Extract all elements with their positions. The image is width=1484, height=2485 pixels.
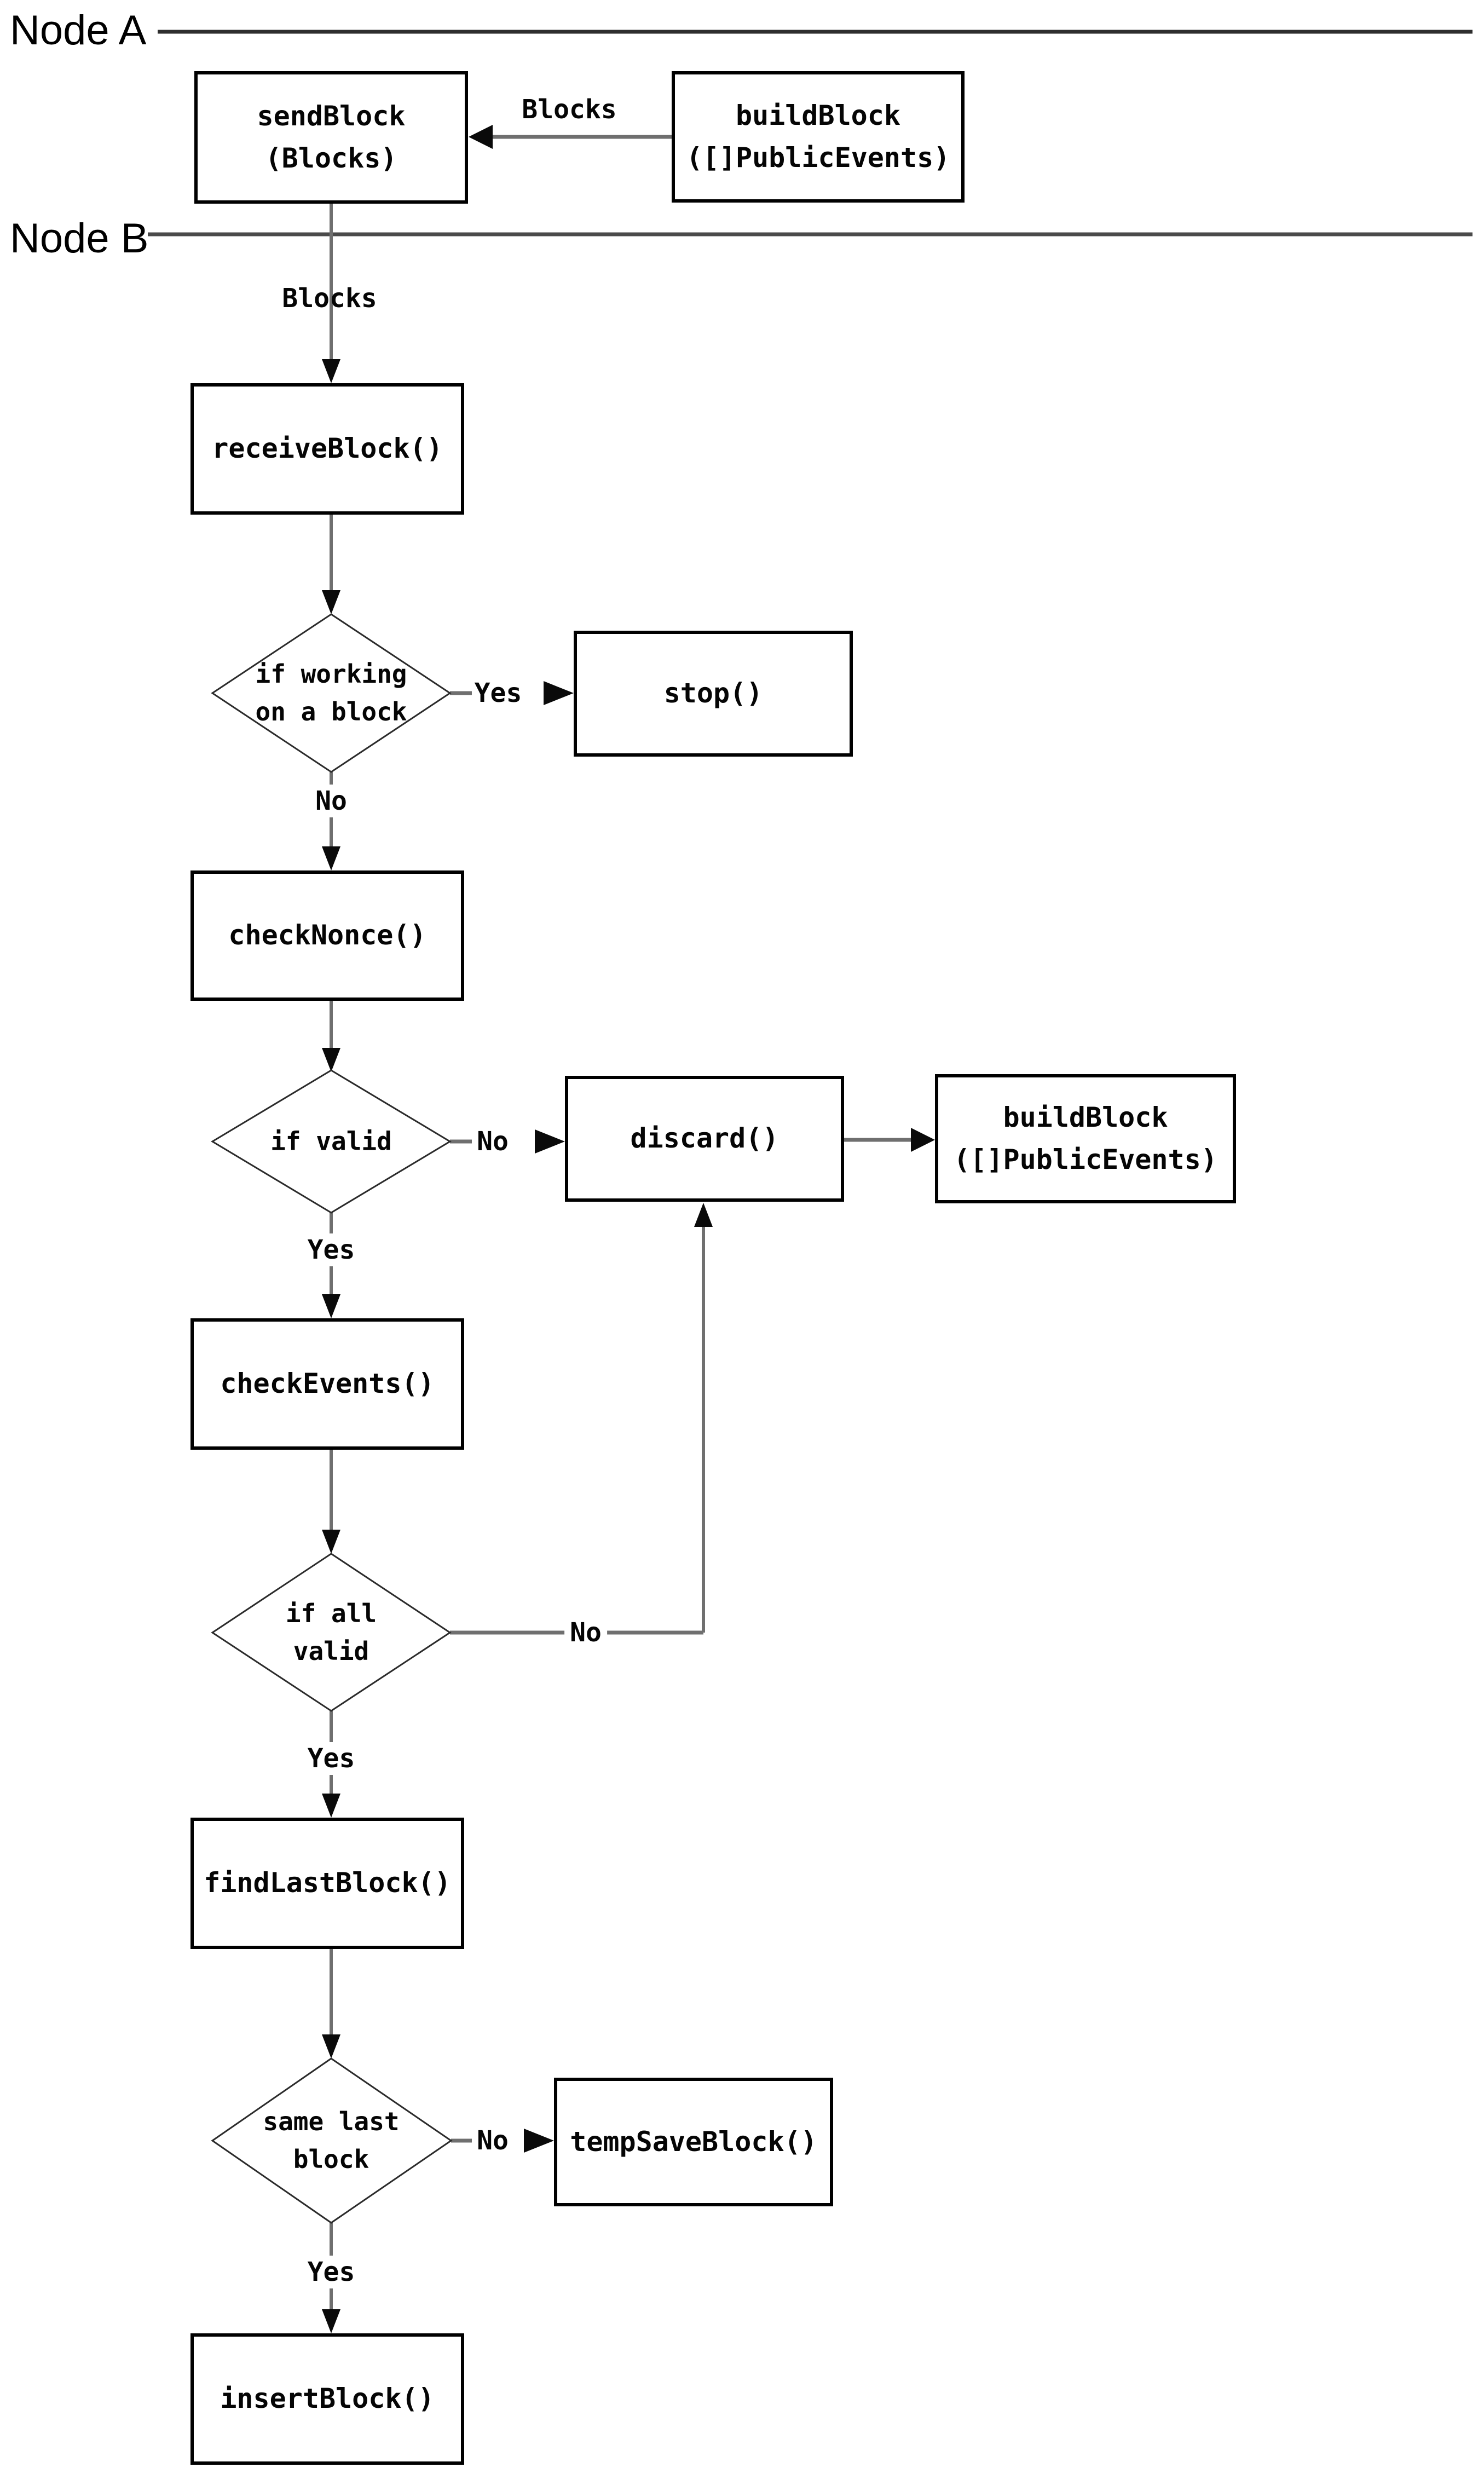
decision-if-working-diamond xyxy=(211,613,452,773)
stop-label: stop() xyxy=(663,677,763,710)
find-last-block-label: findLastBlock() xyxy=(204,1867,451,1899)
edge-label-all-valid-no: No xyxy=(564,1616,607,1649)
edge-label-valid-no: No xyxy=(477,1126,509,1157)
edge-label-same-yes: Yes xyxy=(302,2256,361,2288)
process-box-insert-block: insertBlock() xyxy=(190,2333,464,2465)
lane-label-node-a: Node A xyxy=(10,7,147,54)
decision-same-last-block-label: same last block xyxy=(263,2107,400,2174)
edge-label-blocks-top: Blocks xyxy=(522,94,617,125)
arrowhead-down-if-all-valid xyxy=(322,1530,340,1554)
discard-label: discard() xyxy=(630,1122,779,1155)
process-box-build-block-top: buildBlock ([]PublicEvents) xyxy=(672,71,965,203)
arrowhead-left-send-block xyxy=(469,125,493,149)
arrowhead-right-temp-save xyxy=(524,2129,554,2153)
arrowhead-down-if-valid xyxy=(322,1048,340,1072)
lane-label-node-b: Node B xyxy=(10,215,149,262)
arrowhead-down-if-working xyxy=(322,590,340,614)
check-nonce-label: checkNonce() xyxy=(228,919,426,952)
build-block-top-label: buildBlock ([]PublicEvents) xyxy=(686,99,950,174)
edge-label-all-valid-yes: Yes xyxy=(302,1742,361,1775)
edge-label-valid-yes: Yes xyxy=(302,1233,361,1266)
arrowhead-down-same-last xyxy=(322,2034,340,2059)
process-box-temp-save-block: tempSaveBlock() xyxy=(554,2078,833,2206)
process-box-stop: stop() xyxy=(574,631,853,757)
send-block-label: sendBlock (Blocks) xyxy=(257,100,406,175)
arrowhead-down-insert-block xyxy=(322,2309,340,2333)
insert-block-label: insertBlock() xyxy=(220,2383,435,2415)
arrowhead-down-check-nonce xyxy=(322,846,340,870)
arrowhead-right-discard xyxy=(535,1129,565,1154)
build-block-right-label: buildBlock ([]PublicEvents) xyxy=(954,1101,1217,1176)
decision-if-all-valid-label: if all valid xyxy=(285,1599,377,1666)
decision-if-valid-label: if valid xyxy=(270,1126,392,1156)
process-box-check-events: checkEvents() xyxy=(190,1318,464,1450)
arrowhead-down-find-last xyxy=(322,1794,340,1818)
decision-if-valid-diamond xyxy=(211,1069,452,1214)
arrowhead-up-discard xyxy=(694,1203,713,1227)
decision-if-all-valid-diamond xyxy=(211,1553,452,1712)
process-box-build-block-right: buildBlock ([]PublicEvents) xyxy=(935,1074,1236,1203)
decision-same-last-block-diamond xyxy=(211,2057,453,2224)
edge-label-blocks-mid: Blocks xyxy=(282,283,377,314)
edge-label-working-no: No xyxy=(310,785,353,817)
edge-label-same-no: No xyxy=(477,2125,509,2156)
process-box-discard: discard() xyxy=(565,1076,844,1202)
edge-label-working-yes: Yes xyxy=(474,678,522,708)
arrowhead-right-stop xyxy=(544,681,574,705)
receive-block-label: receiveBlock() xyxy=(212,433,443,465)
temp-save-block-label: tempSaveBlock() xyxy=(570,2125,817,2158)
process-box-check-nonce: checkNonce() xyxy=(190,870,464,1001)
process-box-send-block: sendBlock (Blocks) xyxy=(194,71,468,204)
process-box-find-last-block: findLastBlock() xyxy=(190,1818,464,1949)
arrowhead-down-receive-block xyxy=(322,359,340,383)
decision-if-working-label: if working on a block xyxy=(255,659,407,727)
arrowhead-down-check-events xyxy=(322,1294,340,1318)
check-events-label: checkEvents() xyxy=(220,1368,435,1400)
arrowhead-right-build-block xyxy=(911,1128,935,1152)
process-box-receive-block: receiveBlock() xyxy=(190,383,464,515)
